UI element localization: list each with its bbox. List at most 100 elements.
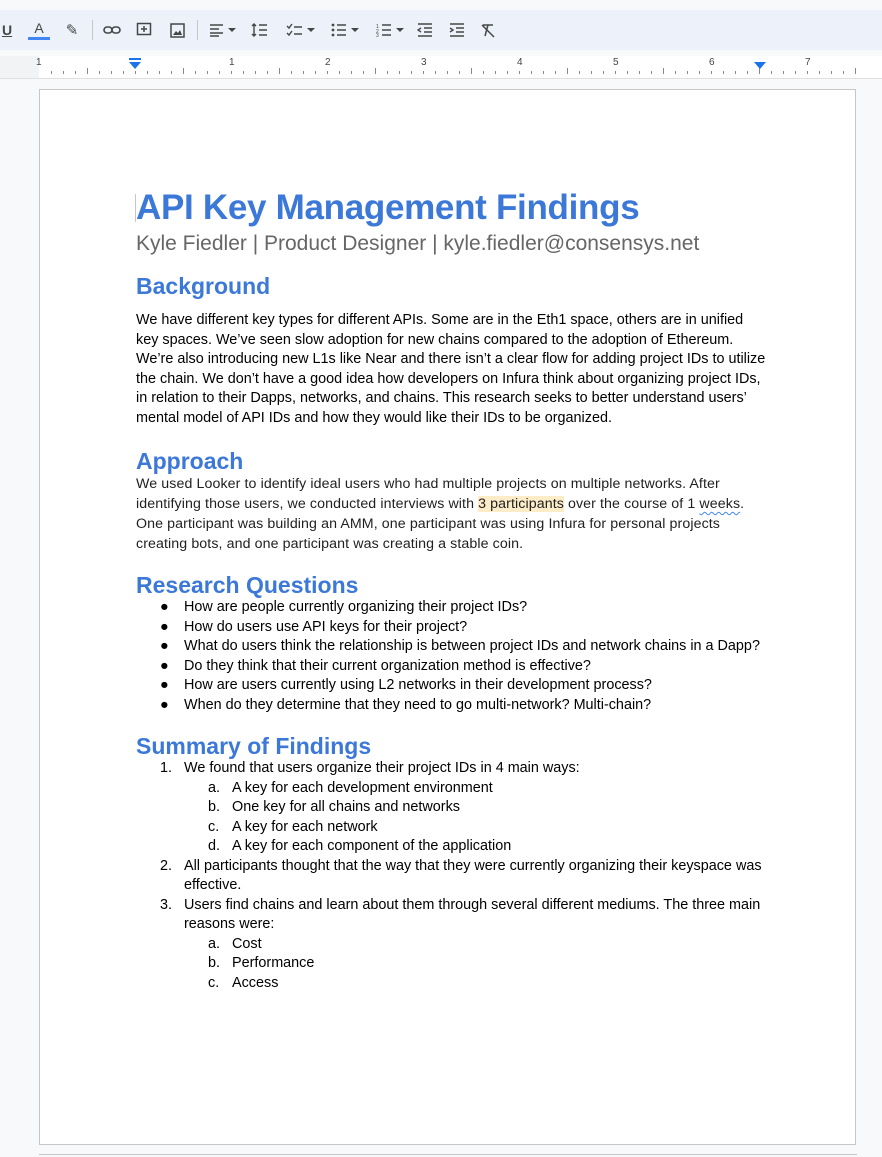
ruler-tick <box>171 71 172 74</box>
ruler-tick <box>399 71 400 74</box>
image-icon <box>169 22 185 38</box>
ruler-tick <box>555 71 556 74</box>
line-spacing-button[interactable] <box>248 10 270 50</box>
approach-text: over the course of 1 <box>563 495 700 512</box>
ruler-tick <box>435 71 436 74</box>
ruler-tick <box>291 71 292 74</box>
document-page[interactable]: API Key Management Findings Kyle Fiedler… <box>39 89 856 1145</box>
highlight-button[interactable]: ✎ <box>60 10 84 50</box>
ruler-tick <box>807 71 808 74</box>
link-icon <box>103 26 121 34</box>
ruler-tick <box>135 71 136 74</box>
ruler-number: 1 <box>36 57 42 68</box>
underline-button[interactable]: U <box>0 10 14 50</box>
bullet: ● <box>160 618 169 635</box>
list-item: ●How do users use API keys for their pro… <box>136 618 766 638</box>
chevron-down-icon <box>351 28 359 32</box>
chevron-down-icon <box>396 28 404 32</box>
list-letter: a. <box>208 935 221 952</box>
ruler-tick <box>255 71 256 74</box>
ruler-tick <box>543 71 544 74</box>
ruler-tick <box>183 68 184 74</box>
add-comment-button[interactable] <box>132 10 156 50</box>
align-button[interactable] <box>205 10 239 50</box>
ruler-tick <box>303 71 304 74</box>
sub-list-item: b.Performance <box>136 954 766 974</box>
ruler-tick <box>495 71 496 74</box>
ruler-number: 4 <box>517 57 523 68</box>
sub-list-item: b.One key for all chains and networks <box>136 798 766 818</box>
heading-approach: Approach <box>136 447 244 474</box>
spelling-suggestion[interactable]: weeks <box>699 495 741 512</box>
ruler-number: 6 <box>709 57 715 68</box>
list-letter: c. <box>208 974 220 991</box>
list-number: 1. <box>160 760 173 777</box>
ruler-tick <box>591 71 592 74</box>
next-page-edge <box>39 1154 857 1155</box>
list-letter: c. <box>208 818 220 835</box>
increase-indent-button[interactable] <box>446 10 468 50</box>
ruler-tick <box>819 71 820 74</box>
bullet: ● <box>160 677 169 694</box>
list-letter: d. <box>208 838 221 855</box>
ruler-tick <box>723 71 724 74</box>
list-item: 3.Users find chains and learn about them… <box>160 896 761 933</box>
document-title: API Key Management Findings <box>136 188 640 227</box>
ruler-tick <box>99 71 100 74</box>
research-questions-list: ●How are people currently organizing the… <box>136 598 766 715</box>
sub-list-item: d.A key for each component of the applic… <box>136 837 766 857</box>
clear-formatting-button[interactable] <box>477 10 499 50</box>
ruler-tick <box>159 71 160 74</box>
ruler-tick <box>735 71 736 74</box>
text-color-button[interactable]: A <box>26 10 52 50</box>
ruler-tick <box>675 71 676 74</box>
ruler-tick <box>663 68 664 74</box>
list-item: ●How are people currently organizing the… <box>136 598 766 618</box>
ruler-tick <box>63 71 64 74</box>
ruler-tick <box>387 71 388 74</box>
document-body[interactable]: API Key Management Findings Kyle Fiedler… <box>135 186 766 993</box>
insert-image-button[interactable] <box>165 10 189 50</box>
ruler-tick <box>759 68 760 74</box>
ruler-tick <box>447 71 448 74</box>
highlighted-text: 3 participants <box>478 495 564 512</box>
ruler-tick <box>459 71 460 74</box>
ruler-number: 1 <box>229 57 235 68</box>
approach-text: . One participant was building an AMM, o… <box>136 495 745 553</box>
chevron-down-icon <box>227 28 236 32</box>
insert-link-button[interactable] <box>100 10 124 50</box>
ruler-tick <box>843 71 844 74</box>
ruler-tick <box>771 71 772 74</box>
approach-paragraph: We used Looker to identify ideal users w… <box>136 474 766 555</box>
clear-formatting-icon <box>481 23 495 38</box>
chevron-down-icon <box>306 28 315 32</box>
ruler[interactable]: 1 1 2 3 4 5 6 7 <box>0 56 882 79</box>
sub-list-item: c.A key for each network <box>136 818 766 838</box>
align-left-icon <box>209 23 223 37</box>
toolbar-divider <box>197 20 198 40</box>
ruler-tick <box>783 71 784 74</box>
decrease-indent-button[interactable] <box>414 10 436 50</box>
ruler-tick <box>651 71 652 74</box>
ruler-tick <box>219 71 220 74</box>
bullet: ● <box>160 599 169 616</box>
add-comment-icon <box>136 22 152 36</box>
ruler-tick <box>411 71 412 74</box>
list-item: ●How are users currently using L2 networ… <box>136 676 766 696</box>
checklist-button[interactable] <box>282 10 318 50</box>
ruler-tick <box>75 71 76 74</box>
right-indent-marker[interactable] <box>754 62 766 69</box>
ruler-tick <box>831 71 832 74</box>
list-number: 2. <box>160 857 173 874</box>
svg-text:2: 2 <box>376 29 379 35</box>
ruler-tick <box>339 71 340 74</box>
first-line-indent-marker[interactable] <box>129 58 141 60</box>
bulleted-list-button[interactable] <box>327 10 363 50</box>
ruler-tick <box>195 71 196 74</box>
ruler-tick <box>147 71 148 74</box>
list-letter: b. <box>208 799 221 816</box>
text-color-swatch <box>28 36 50 40</box>
left-indent-marker[interactable] <box>129 62 141 69</box>
ruler-tick <box>507 71 508 74</box>
